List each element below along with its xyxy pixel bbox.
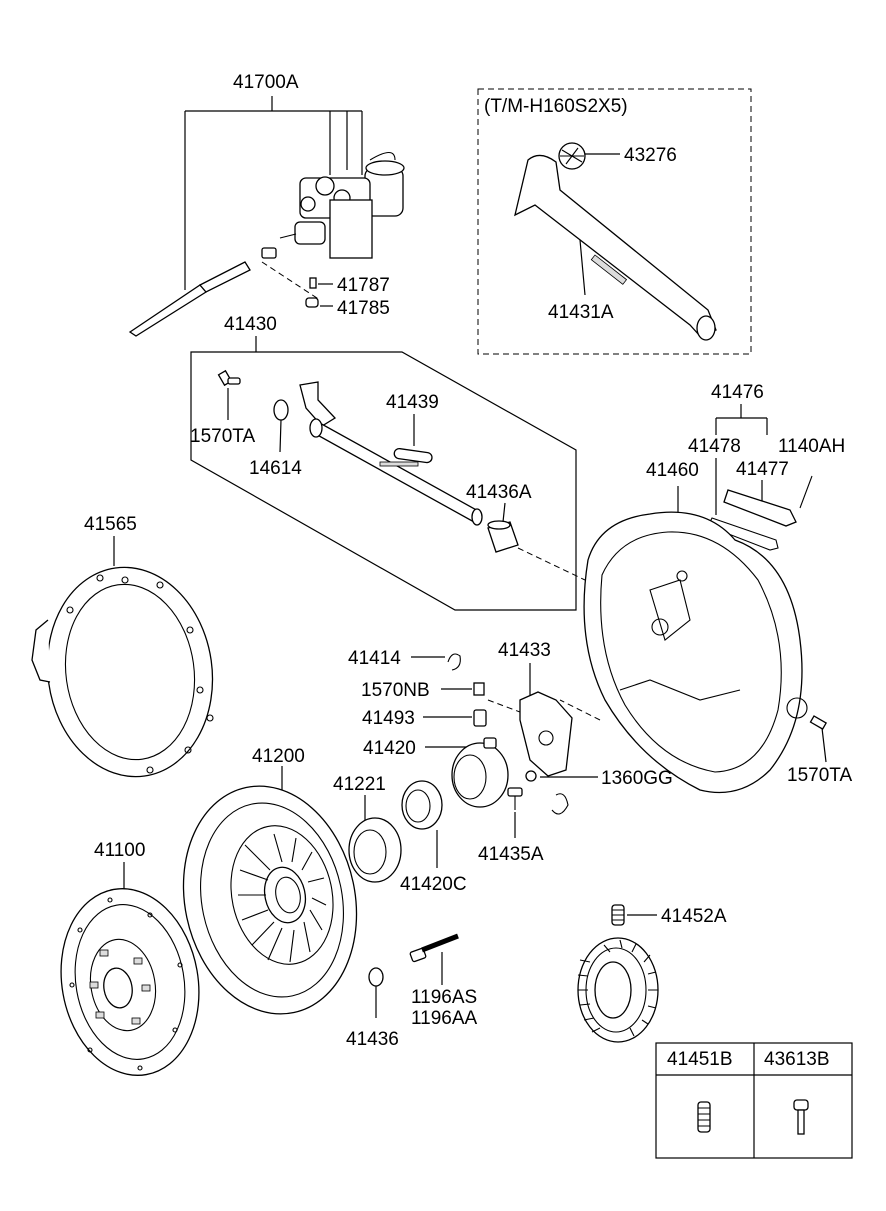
callout-41431A: 41431A <box>548 302 614 323</box>
callout-41565: 41565 <box>84 514 137 535</box>
o-ring-icon <box>273 399 289 421</box>
bushing-icon <box>487 520 519 553</box>
release-fork-icon[interactable] <box>487 691 573 777</box>
bolt-icon <box>217 369 241 387</box>
sleeve-icon <box>401 780 443 830</box>
callout-41436: 41436 <box>346 1029 399 1050</box>
callout-41433: 41433 <box>498 640 551 661</box>
shift-shaft-icon[interactable] <box>514 142 717 341</box>
callout-1140AH: 1140AH <box>778 436 845 457</box>
release-shaft-icon[interactable] <box>299 381 483 526</box>
table-header-41451B: 41451B <box>667 1049 733 1070</box>
key-icon <box>393 447 433 464</box>
variant-box <box>477 88 752 355</box>
callout-43276: 43276 <box>624 145 677 166</box>
callout-41436A: 41436A <box>466 482 532 503</box>
callout-41414: 41414 <box>348 648 401 669</box>
callout-1570NB: 1570NB <box>361 680 430 701</box>
callout-41787: 41787 <box>337 275 390 296</box>
callout-41478: 41478 <box>688 436 741 457</box>
callout-1570TA-b: 1570TA <box>787 765 852 786</box>
variant-note: (T/M-H160S2X5) <box>484 96 628 117</box>
pivot-icon <box>473 709 487 727</box>
callout-41477: 41477 <box>736 459 789 480</box>
clutch-housing-icon[interactable] <box>583 511 808 794</box>
bolt-icon <box>409 933 459 963</box>
callout-1360GG: 1360GG <box>601 768 673 789</box>
pin-icon <box>305 277 319 308</box>
spring-clip-icon <box>551 793 569 815</box>
callout-41785: 41785 <box>337 298 390 319</box>
spring-icon <box>611 904 625 926</box>
callout-41493: 41493 <box>362 708 415 729</box>
callout-14614: 14614 <box>249 458 302 479</box>
callout-41200: 41200 <box>252 746 305 767</box>
pressure-plate-icon[interactable] <box>163 770 377 1030</box>
callout-41100: 41100 <box>94 840 145 861</box>
callout-41452A: 41452A <box>661 906 727 927</box>
nut-icon <box>525 770 537 782</box>
callout-41476: 41476 <box>711 382 764 403</box>
washer-icon <box>368 967 384 987</box>
release-bearing-icon[interactable] <box>451 737 509 808</box>
callout-41430: 41430 <box>224 314 277 335</box>
spring-clip-icon <box>447 653 461 671</box>
clutch-disc-icon[interactable] <box>47 878 214 1087</box>
callout-41221: 41221 <box>333 774 386 795</box>
spring-icon <box>697 1101 711 1133</box>
callout-1196AA: 1196AA <box>411 1008 478 1029</box>
synchronizer-ring-icon[interactable] <box>577 937 659 1043</box>
callout-1570TA-a: 1570TA <box>190 426 255 447</box>
clutch-booster-icon[interactable] <box>128 96 405 337</box>
assembly-outline <box>190 351 577 611</box>
callout-41420: 41420 <box>363 738 416 759</box>
callout-41700A: 41700A <box>233 72 299 93</box>
callout-1196AS: 1196AS <box>411 987 477 1008</box>
bolt-icon <box>793 1099 809 1135</box>
callout-41420C: 41420C <box>400 874 467 895</box>
parts-table: 41451B 43613B <box>655 1042 853 1159</box>
bolt-icon <box>507 787 523 810</box>
bolt-icon <box>809 715 828 730</box>
table-header-43613B: 43613B <box>764 1049 830 1070</box>
callout-41439: 41439 <box>386 392 439 413</box>
flywheel-housing-icon[interactable] <box>31 557 226 788</box>
bolt-icon <box>473 682 485 696</box>
callout-41435A: 41435A <box>478 844 544 865</box>
seal-ring-icon <box>348 817 402 883</box>
callout-41460: 41460 <box>646 460 699 481</box>
